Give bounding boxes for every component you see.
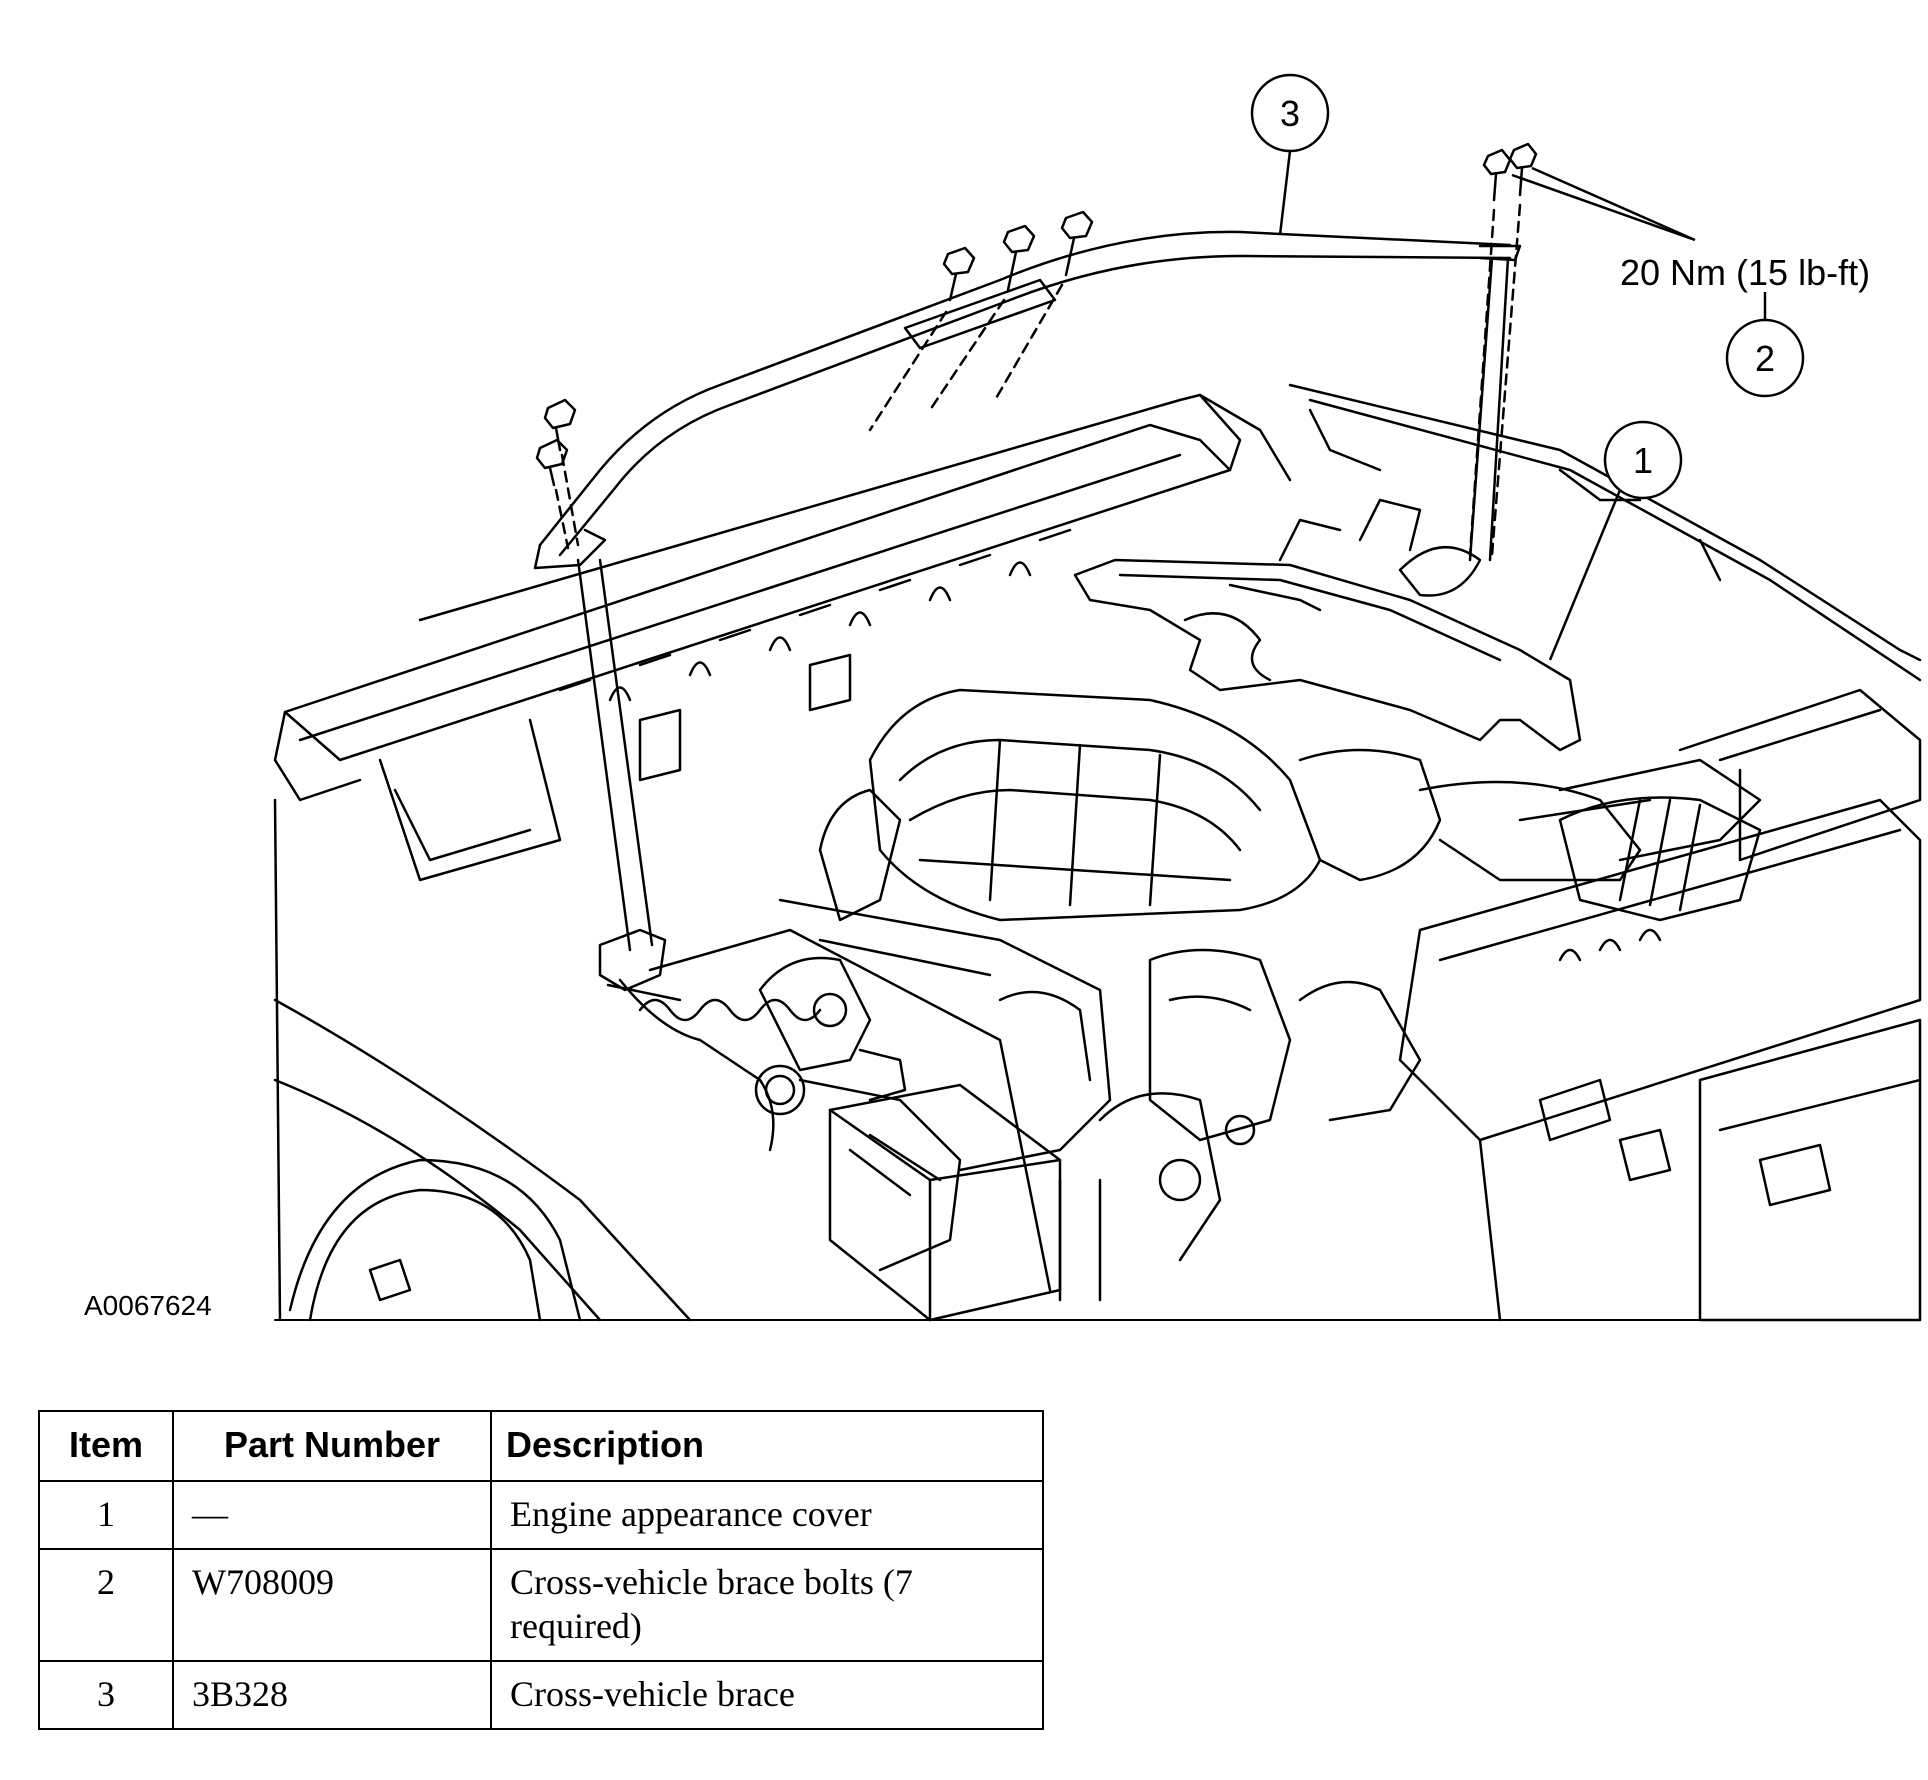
- engine-compartment-illustration: 3 1 2 20 Nm (15 lb-ft): [273, 73, 1922, 1322]
- bolt-brace-1: [868, 246, 976, 432]
- bolt-right-1: [1468, 148, 1512, 557]
- air-intake: [1558, 688, 1922, 922]
- cowl-panel: [273, 393, 1292, 882]
- bolt-left-upper: [543, 398, 580, 547]
- svg-text:2: 2: [1755, 338, 1775, 379]
- cell-description: Engine appearance cover: [490, 1480, 1044, 1550]
- cell-description: Cross-vehicle brace: [490, 1660, 1044, 1730]
- callout-3: 3: [1250, 73, 1330, 236]
- svg-text:3: 3: [1280, 93, 1300, 134]
- battery: [828, 1083, 1062, 1322]
- header-item: Item: [38, 1410, 174, 1482]
- bolt-brace-3: [993, 210, 1094, 402]
- left-fender: [273, 798, 692, 1322]
- bolt-left-lower: [535, 438, 570, 550]
- svg-text:1: 1: [1633, 440, 1653, 481]
- bolt-brace-2: [928, 224, 1036, 412]
- engine-appearance-cover: [1073, 558, 1582, 752]
- engine-body: [758, 498, 1762, 1302]
- table-header-row: Item Part Number Description: [38, 1410, 1044, 1482]
- cell-part-number: 3B328: [172, 1660, 492, 1730]
- parts-table: Item Part Number Description 1 — Engine …: [38, 1410, 1044, 1730]
- callout-1: 1: [1548, 420, 1683, 661]
- torque-spec: 20 Nm (15 lb-ft): [1620, 252, 1870, 293]
- cell-item: 2: [38, 1548, 174, 1662]
- brace-bolts: [535, 142, 1538, 557]
- cross-vehicle-brace: [533, 230, 1522, 570]
- cell-part-number: —: [172, 1480, 492, 1550]
- radiator-support: [618, 798, 1922, 1322]
- table-row: 3 3B328 Cross-vehicle brace: [38, 1660, 1044, 1730]
- table-row: 1 — Engine appearance cover: [38, 1480, 1044, 1550]
- header-part-number: Part Number: [172, 1410, 492, 1482]
- bolt-right-2: [1490, 142, 1538, 557]
- figure-id: A0067624: [84, 1290, 212, 1321]
- callout-2: 2 20 Nm (15 lb-ft): [1511, 166, 1870, 398]
- cell-part-number: W708009: [172, 1548, 492, 1662]
- brace-right-leg: [1468, 256, 1510, 562]
- cell-item: 3: [38, 1660, 174, 1730]
- cell-description: Cross-vehicle brace bolts (7 required): [490, 1548, 1044, 1662]
- table-row: 2 W708009 Cross-vehicle brace bolts (7 r…: [38, 1548, 1044, 1662]
- header-description: Description: [490, 1410, 1044, 1482]
- brace-left-leg: [576, 558, 682, 1002]
- cell-item: 1: [38, 1480, 174, 1550]
- right-fender: [1288, 383, 1922, 682]
